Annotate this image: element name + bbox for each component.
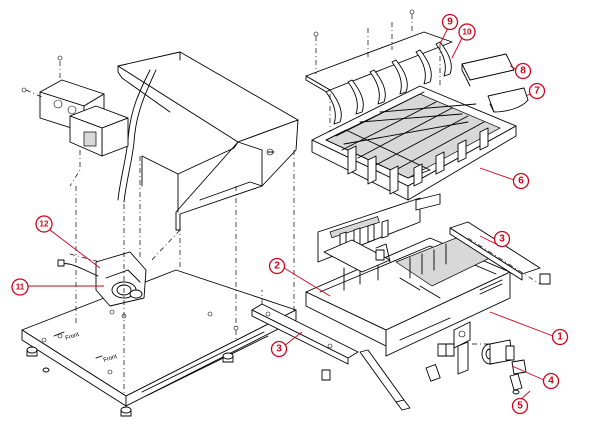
bill-weight-arms: [325, 41, 452, 125]
solenoid-mechanism: [57, 229, 181, 319]
callout-2: 2: [268, 257, 331, 297]
lock-assembly: [472, 339, 527, 395]
housing-cover: [117, 51, 299, 231]
base-feet: [26, 346, 234, 417]
drawer-rail-right: [449, 221, 551, 285]
callout-4: 4: [511, 365, 560, 390]
drawer-rail-left: [251, 290, 359, 381]
svg-text:10: 10: [463, 28, 472, 37]
callout-9: 9: [439, 13, 459, 45]
callout-6: 6: [479, 167, 530, 190]
svg-text:7: 7: [534, 86, 540, 97]
callout-8: 8: [509, 62, 532, 80]
callout-5: 5: [511, 390, 531, 415]
front-label-1: Front: [65, 332, 80, 342]
release-lever: [359, 341, 469, 411]
svg-text:11: 11: [16, 283, 25, 292]
callouts: 1 2 3 3 4 5: [11, 13, 569, 415]
base-plate: Front Front: [21, 269, 297, 417]
rear-bracket: [21, 55, 129, 187]
svg-text:8: 8: [520, 66, 526, 77]
callout-7: 7: [525, 82, 546, 100]
clip-part-7: [487, 87, 529, 113]
svg-text:6: 6: [518, 176, 524, 187]
assembly-lines-left: [75, 150, 295, 396]
svg-text:1: 1: [557, 332, 563, 343]
bill-weights: [305, 9, 453, 132]
svg-text:3: 3: [276, 344, 282, 355]
svg-text:12: 12: [40, 220, 49, 229]
svg-text:9: 9: [447, 17, 453, 28]
money-tray: [311, 85, 517, 201]
cash-drawer: [305, 193, 511, 357]
svg-text:4: 4: [548, 376, 554, 387]
svg-text:5: 5: [517, 401, 523, 412]
callout-1: 1: [489, 311, 569, 346]
front-label-2: Front: [103, 354, 118, 364]
clip-part-8: [461, 53, 515, 87]
svg-text:3: 3: [499, 234, 505, 245]
callout-11: 11: [11, 278, 104, 296]
callout-3-left-rail: 3: [270, 331, 303, 358]
callout-10: 10: [451, 23, 476, 59]
svg-text:2: 2: [274, 261, 280, 272]
callout-12: 12: [35, 215, 101, 269]
callout-3-right-rail: 3: [479, 230, 511, 248]
